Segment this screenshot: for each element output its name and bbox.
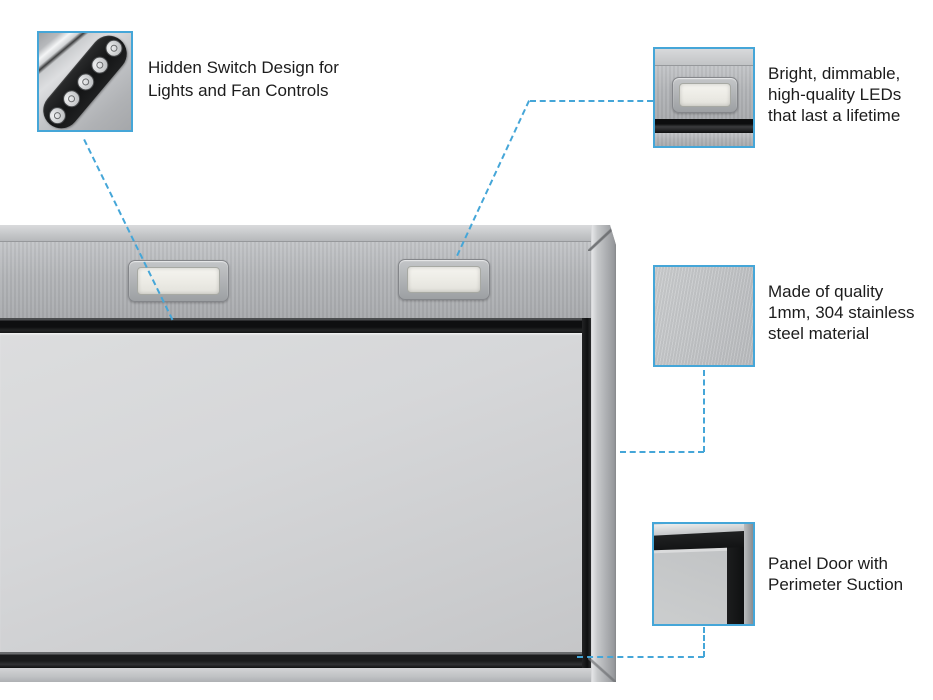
panel-door-face xyxy=(0,333,582,652)
callout-label-line: Perimeter Suction xyxy=(768,575,904,594)
switch-button xyxy=(87,52,112,77)
led-lamp-closeup-icon xyxy=(653,47,755,148)
callout-label-line: Hidden Switch Design for xyxy=(148,58,339,77)
led-lens xyxy=(137,267,220,295)
callout-label-hidden-switch: Hidden Switch Design for Lights and Fan … xyxy=(148,56,339,102)
led-lens xyxy=(679,83,731,107)
callout-label-stainless: Made of quality 1mm, 304 stainless steel… xyxy=(768,281,914,344)
callout-label-line: that last a lifetime xyxy=(768,106,901,125)
connector-stainless-horizontal xyxy=(620,451,704,453)
callout-label-line: 1mm, 304 stainless xyxy=(768,303,915,322)
switch-button xyxy=(44,103,69,128)
connector-panel-door-horizontal xyxy=(577,656,704,658)
callout-label-panel-door: Panel Door with Perimeter Suction xyxy=(768,553,903,595)
switch-button-glyph xyxy=(65,93,76,104)
connector-stainless-vertical xyxy=(703,370,705,452)
callout-label-line: steel material xyxy=(768,324,870,343)
range-hood-image xyxy=(0,225,616,682)
hood-corner-seam-top xyxy=(588,225,616,251)
hood-corner-seam-bottom xyxy=(588,657,616,682)
led-lamp-thumb xyxy=(672,77,738,113)
connector-panel-door-vertical xyxy=(703,627,705,657)
switch-button-glyph xyxy=(51,110,62,121)
hood-upper-band xyxy=(0,242,591,318)
callout-label-leds: Bright, dimmable, high-quality LEDs that… xyxy=(768,63,901,126)
callout-label-line: Made of quality xyxy=(768,282,884,301)
panel-corner-gap-right xyxy=(727,530,744,624)
led-lamp-right xyxy=(398,259,490,300)
callout-label-line: Bright, dimmable, xyxy=(768,64,901,83)
stainless-steel-texture-icon xyxy=(653,265,755,367)
led-lens xyxy=(407,266,481,293)
switch-button-glyph xyxy=(108,42,119,53)
perimeter-suction-gap-right xyxy=(582,318,591,668)
led-thumbnail-dark-stripe xyxy=(655,119,753,133)
panel-corner-outer-right xyxy=(744,524,753,624)
led-lamp-left xyxy=(128,260,229,302)
perimeter-suction-gap-bottom xyxy=(0,652,582,668)
switch-button-glyph xyxy=(94,59,105,70)
callout-label-line: Panel Door with xyxy=(768,554,889,573)
perimeter-suction-gap-top xyxy=(0,318,591,333)
switch-button xyxy=(73,69,97,94)
hood-bottom-edge xyxy=(0,668,601,682)
led-thumbnail-bottom xyxy=(655,133,753,146)
stainless-texture xyxy=(655,267,753,365)
callout-label-line: Lights and Fan Controls xyxy=(148,81,329,100)
panel-door-corner-icon xyxy=(652,522,755,626)
hood-top-edge xyxy=(0,225,616,242)
switch-button xyxy=(58,86,83,111)
connector-leds-horizontal xyxy=(530,100,653,102)
control-switch-closeup-icon xyxy=(37,31,133,132)
hood-right-frame xyxy=(591,225,616,682)
led-thumbnail-top-edge xyxy=(655,49,753,66)
switch-button-glyph xyxy=(80,76,90,87)
callout-label-line: high-quality LEDs xyxy=(768,85,902,104)
